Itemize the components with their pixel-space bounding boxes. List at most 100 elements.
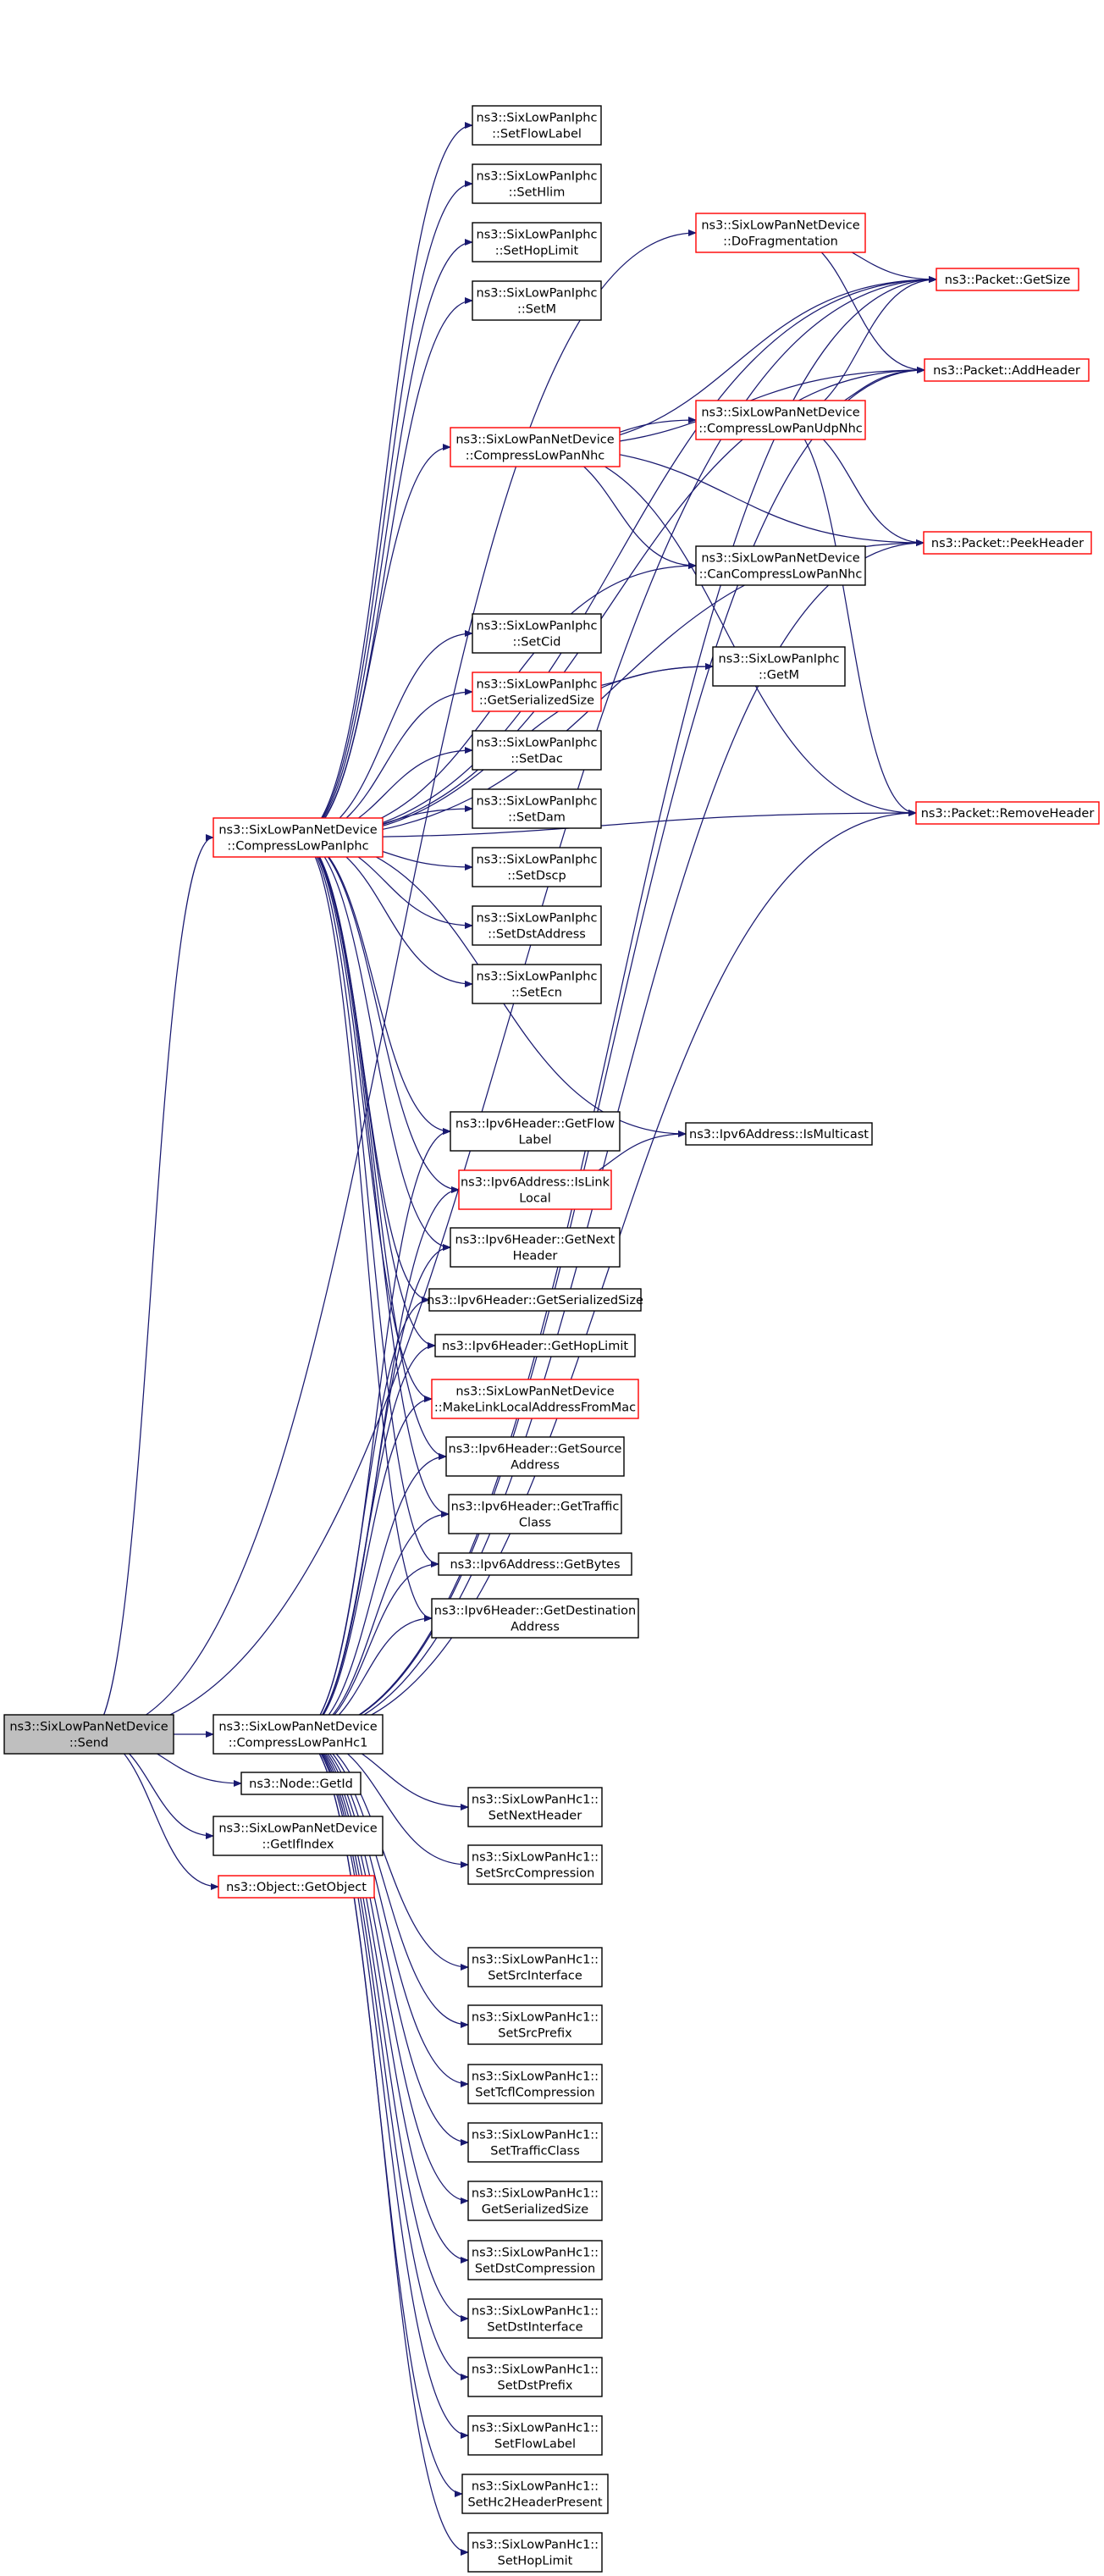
- node-set-hop-limit[interactable]: ns3::SixLowPanIphc::SetHopLimit: [472, 222, 602, 263]
- node-set-flow-label[interactable]: ns3::SixLowPanIphc::SetFlowLabel: [472, 105, 602, 146]
- node-set-dam[interactable]: ns3::SixLowPanIphc::SetDam: [472, 788, 602, 829]
- node-set-cid[interactable]: ns3::SixLowPanIphc::SetCid: [472, 613, 602, 654]
- edge-send-to-get-object: [88, 1733, 219, 1890]
- node-compress-iphc[interactable]: ns3::SixLowPanNetDevice::CompressLowPanI…: [213, 817, 384, 858]
- node-box: [450, 427, 621, 467]
- node-label: ns3::SixLowPanNetDevice: [455, 1385, 614, 1399]
- node-get-bytes[interactable]: ns3::Ipv6Address::GetBytes: [438, 1552, 632, 1576]
- node-hc1-set-traffic-class[interactable]: ns3::SixLowPanHc1::SetTrafficClass: [467, 2122, 603, 2163]
- node-hc1-set-src-interface[interactable]: ns3::SixLowPanHc1::SetSrcInterface: [467, 1947, 603, 1987]
- node-is-multicast[interactable]: ns3::Ipv6Address::IsMulticast: [685, 1122, 873, 1146]
- node-label: ns3::SixLowPanHc1::: [472, 2070, 599, 2084]
- node-label: ns3::Packet::AddHeader: [933, 364, 1080, 378]
- node-label: ns3::Object::GetObject: [226, 1881, 367, 1894]
- node-set-hlim[interactable]: ns3::SixLowPanIphc::SetHlim: [472, 163, 602, 204]
- node-get-if-index[interactable]: ns3::SixLowPanNetDevice::GetIfIndex: [213, 1816, 384, 1856]
- node-label: ns3::Packet::GetSize: [945, 274, 1071, 287]
- node-get-ser-size-ipv6[interactable]: ns3::Ipv6Header::GetSerializedSize: [427, 1288, 643, 1312]
- edge-compress-iphc-to-set-hop-limit: [297, 239, 473, 838]
- node-label: ::SetDam: [508, 811, 566, 825]
- node-label: ns3::SixLowPanIphc: [477, 287, 598, 301]
- node-box: [240, 1772, 362, 1795]
- edge-compress-hc1-to-add-header: [297, 367, 925, 1735]
- node-hc1-set-tcfl-compression[interactable]: ns3::SixLowPanHc1::SetTcflCompression: [467, 2064, 603, 2104]
- node-get-size[interactable]: ns3::Packet::GetSize: [936, 268, 1079, 291]
- node-hc1-set-src-compression[interactable]: ns3::SixLowPanHc1::SetSrcCompression: [467, 1844, 603, 1885]
- node-label: ::GetSerializedSize: [479, 694, 594, 708]
- node-hc1-set-hop-limit[interactable]: ns3::SixLowPanHc1::SetHopLimit: [467, 2532, 603, 2573]
- node-send[interactable]: ns3::SixLowPanNetDevice::Send: [3, 1714, 174, 1755]
- edge-do-frag-to-add-header: [780, 232, 925, 373]
- edge-compress-iphc-to-get-next-header: [297, 837, 451, 1251]
- node-box: [915, 801, 1100, 825]
- node-can-compress[interactable]: ns3::SixLowPanNetDevice::CanCompressLowP…: [695, 545, 866, 586]
- node-label: ::SetEcn: [511, 987, 562, 1000]
- node-label: SetNextHeader: [489, 1810, 582, 1823]
- node-hc1-set-dst-compression[interactable]: ns3::SixLowPanHc1::SetDstCompression: [467, 2240, 603, 2280]
- node-do-frag[interactable]: ns3::SixLowPanNetDevice::DoFragmentation: [695, 213, 866, 253]
- edge-compress-hc1-to-remove-header: [297, 810, 917, 1735]
- node-compress-hc1[interactable]: ns3::SixLowPanNetDevice::CompressLowPanH…: [213, 1714, 384, 1755]
- edge-compress-hc1-to-get-ser-size-ipv6: [297, 1296, 430, 1735]
- node-add-header[interactable]: ns3::Packet::AddHeader: [924, 358, 1090, 382]
- node-set-dst-address[interactable]: ns3::SixLowPanIphc::SetDstAddress: [472, 905, 602, 946]
- node-label: ns3::SixLowPanNetDevice: [701, 552, 859, 566]
- edge-compress-udp-to-get-size: [780, 276, 937, 421]
- node-label: SetSrcInterface: [488, 1970, 582, 1983]
- node-get-ser-size-iphc[interactable]: ns3::SixLowPanIphc::GetSerializedSize: [472, 672, 602, 712]
- edge-compress-iphc-to-get-dest: [297, 837, 433, 1622]
- node-label: ::GetIfIndex: [262, 1838, 334, 1852]
- node-get-object[interactable]: ns3::Object::GetObject: [218, 1875, 375, 1899]
- node-label: ns3::SixLowPanHc1::: [472, 1954, 599, 1967]
- node-box: [445, 1436, 625, 1477]
- node-box: [695, 545, 866, 586]
- node-get-m[interactable]: ns3::SixLowPanIphc::GetM: [712, 646, 846, 687]
- node-label: ns3::Packet::RemoveHeader: [921, 807, 1095, 821]
- node-compress-nhc[interactable]: ns3::SixLowPanNetDevice::CompressLowPanN…: [450, 427, 621, 467]
- edge-compress-iphc-to-get-size: [297, 276, 937, 838]
- node-box: [472, 163, 602, 204]
- node-box: [472, 222, 602, 263]
- node-label: ns3::SixLowPanIphc: [477, 170, 598, 184]
- node-get-id[interactable]: ns3::Node::GetId: [240, 1772, 362, 1795]
- node-hc1-set-dst-interface[interactable]: ns3::SixLowPanHc1::SetDstInterface: [467, 2298, 603, 2339]
- node-hc1-get-serialized-size[interactable]: ns3::SixLowPanHc1::GetSerializedSize: [467, 2181, 603, 2221]
- node-hc1-set-dst-prefix[interactable]: ns3::SixLowPanHc1::SetDstPrefix: [467, 2357, 603, 2397]
- node-remove-header[interactable]: ns3::Packet::RemoveHeader: [915, 801, 1100, 825]
- node-set-dac[interactable]: ns3::SixLowPanIphc::SetDac: [472, 730, 602, 771]
- node-label: SetTrafficClass: [490, 2145, 580, 2159]
- node-label: ns3::SixLowPanNetDevice: [218, 1721, 377, 1734]
- node-label: ns3::Ipv6Header::GetDestination: [434, 1605, 636, 1618]
- node-label: ns3::Ipv6Header::GetFlow: [455, 1118, 615, 1131]
- node-get-hop-limit-ipv6[interactable]: ns3::Ipv6Header::GetHopLimit: [434, 1334, 636, 1357]
- node-make-link-local[interactable]: ns3::SixLowPanNetDevice::MakeLinkLocalAd…: [431, 1379, 639, 1419]
- node-box: [467, 2415, 603, 2456]
- node-box: [213, 1816, 384, 1856]
- node-hc1-set-next-header[interactable]: ns3::SixLowPanHc1::SetNextHeader: [467, 1787, 603, 1827]
- node-label: ns3::SixLowPanHc1::: [472, 2422, 599, 2435]
- node-label: ::MakeLinkLocalAddressFromMac: [434, 1401, 636, 1415]
- node-label: ns3::Ipv6Header::GetSource: [449, 1443, 622, 1457]
- node-label: ns3::SixLowPanIphc: [477, 620, 598, 633]
- node-box: [467, 2122, 603, 2163]
- node-peek-header[interactable]: ns3::Packet::PeekHeader: [923, 531, 1092, 555]
- node-hc1-set-hc2-header-present[interactable]: ns3::SixLowPanHc1::SetHc2HeaderPresent: [461, 2474, 609, 2514]
- node-box: [472, 105, 602, 146]
- node-label: ::SetDac: [511, 753, 563, 766]
- node-label: ns3::Ipv6Address::GetBytes: [450, 1558, 620, 1572]
- node-box: [472, 847, 602, 887]
- node-compress-udp[interactable]: ns3::SixLowPanNetDevice::CompressLowPanU…: [695, 400, 866, 440]
- node-set-dscp[interactable]: ns3::SixLowPanIphc::SetDscp: [472, 847, 602, 887]
- node-hc1-set-flow-label[interactable]: ns3::SixLowPanHc1::SetFlowLabel: [467, 2415, 603, 2456]
- edge-compress-iphc-to-get-traffic: [297, 837, 450, 1517]
- node-set-ecn[interactable]: ns3::SixLowPanIphc::SetEcn: [472, 964, 602, 1004]
- node-set-m[interactable]: ns3::SixLowPanIphc::SetM: [472, 280, 602, 321]
- node-box: [923, 531, 1092, 555]
- node-hc1-set-src-prefix[interactable]: ns3::SixLowPanHc1::SetSrcPrefix: [467, 2004, 603, 2045]
